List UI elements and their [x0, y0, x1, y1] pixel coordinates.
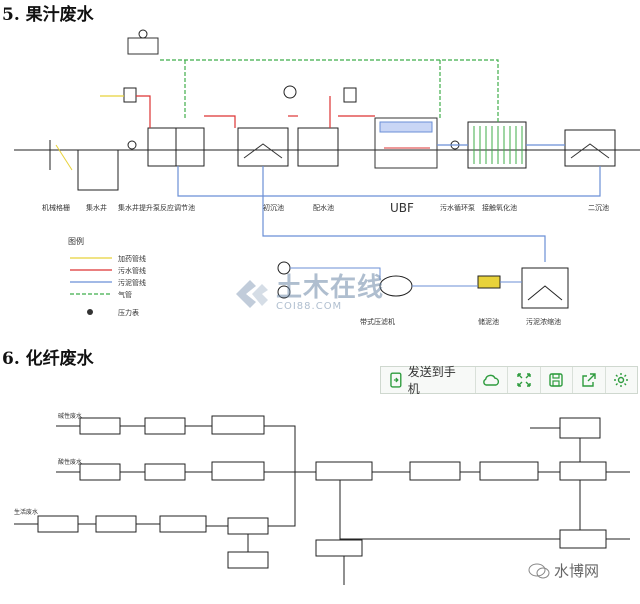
contact-oxidation-tank [467, 121, 527, 169]
svg-text:碱性废水: 碱性废水 [58, 412, 82, 420]
sludge-thickener [521, 267, 569, 309]
watermark-text: 土木在线 [276, 273, 385, 303]
svg-text:带式压滤机: 带式压滤机 [360, 317, 395, 326]
watermark-logo-icon [236, 279, 268, 308]
svg-text:集水井: 集水井 [86, 203, 107, 212]
svg-text:酸性废水: 酸性废水 [58, 458, 82, 466]
svg-text:污水循环泵: 污水循环泵 [440, 203, 475, 212]
send-to-phone-label: 发送到手机 [407, 365, 456, 396]
share-icon [582, 373, 596, 387]
svg-text:污泥浓缩池: 污泥浓缩池 [526, 317, 561, 326]
svg-text:图例: 图例 [68, 236, 84, 246]
blower [127, 37, 159, 55]
air-pipe [160, 59, 499, 122]
share-button[interactable] [573, 367, 606, 393]
secondary-clarifier [564, 129, 616, 167]
svg-text:二沉池: 二沉池 [588, 203, 609, 212]
svg-text:UBF: UBF [390, 201, 414, 215]
svg-text:集水井提升泵: 集水井提升泵 [118, 203, 160, 212]
save-icon [549, 373, 564, 387]
section-5-labels: 机械格栅 集水井 集水井提升泵 反应调节池 初沉池 配水池 UBF 污水循环泵 … [42, 201, 609, 326]
dosing-tank-2 [343, 87, 357, 103]
settings-button[interactable] [606, 367, 637, 393]
label-bar-screen: 机械格栅 [42, 203, 70, 212]
expand-icon [517, 373, 531, 387]
settings-icon [614, 373, 629, 387]
distribution-tank [297, 127, 339, 167]
primary-clarifier [237, 127, 289, 167]
save-button[interactable] [541, 367, 574, 393]
svg-text:气管: 气管 [118, 290, 132, 299]
belt-filter-press [379, 275, 413, 297]
svg-text:压力表: 压力表 [118, 308, 139, 317]
cloud-icon [483, 374, 500, 386]
watermark: 土木在线 COI88.COM [232, 275, 384, 312]
svg-text:接触氧化池: 接触氧化池 [482, 203, 517, 212]
svg-text:储泥池: 储泥池 [478, 317, 499, 326]
sludge-pump-2 [277, 285, 291, 299]
svg-text:生活废水: 生活废水 [14, 508, 38, 516]
svg-text:加药管线: 加药管线 [118, 254, 146, 263]
dosing-tank-1 [123, 87, 137, 103]
section-6-labels: 碱性废水 酸性废水 生活废水 [14, 412, 82, 516]
section-6-title: 6. 化纤废水 [2, 349, 94, 369]
phone-send-icon [390, 372, 402, 388]
svg-text:污水管线: 污水管线 [118, 266, 146, 275]
cloud-button[interactable] [476, 367, 509, 393]
section-5-diagram [14, 29, 640, 191]
svg-text:反应调节池: 反应调节池 [160, 203, 195, 212]
svg-text:污泥管线: 污泥管线 [118, 278, 146, 287]
sludge-storage [477, 275, 501, 289]
sludge-pipe [262, 166, 546, 262]
lift-pump [127, 140, 137, 150]
svg-text:配水池: 配水池 [313, 203, 334, 212]
collection-well [77, 149, 119, 191]
watermark-2: 水博网 [528, 560, 599, 581]
watermark-subtext: COI88.COM [276, 301, 343, 312]
expand-button[interactable] [508, 367, 541, 393]
image-toolbar: 发送到手机 [380, 365, 638, 396]
section-6-diagram [14, 415, 630, 585]
svg-text:初沉池: 初沉池 [263, 203, 284, 212]
section-5-title: 5. 果汁废水 [2, 5, 94, 25]
chat-bubble-icon [528, 563, 550, 578]
legend [70, 257, 112, 315]
send-to-phone-button[interactable]: 发送到手机 [381, 365, 476, 396]
pressure-gauge [283, 85, 297, 99]
ubf-reactor [374, 117, 438, 169]
